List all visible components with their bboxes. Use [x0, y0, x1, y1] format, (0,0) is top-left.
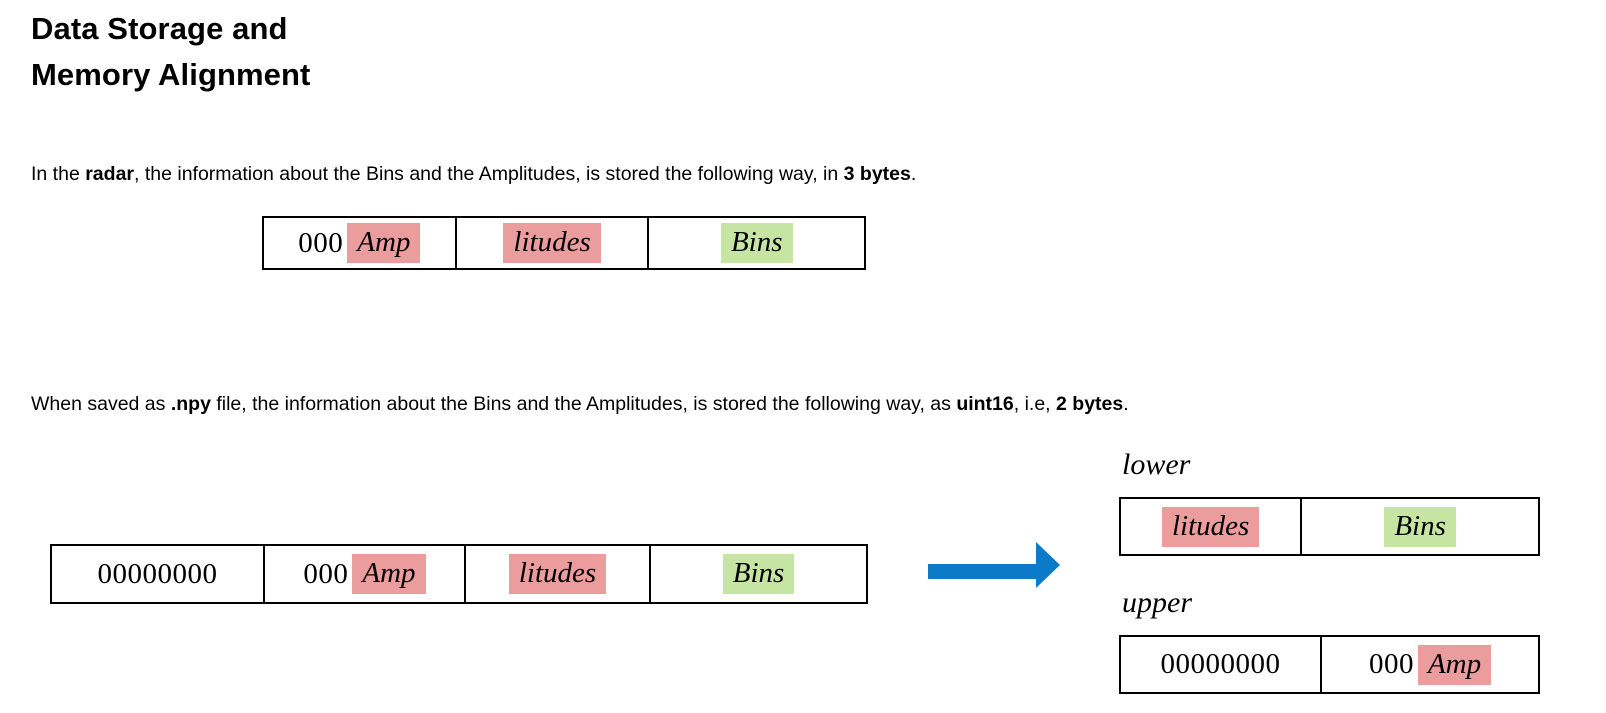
byte-cell-tag-amp: Amp: [347, 223, 421, 263]
diagram-lower-byte: litudes Bins: [1119, 497, 1540, 556]
byte-cell-tag-amp: Amp: [352, 554, 426, 594]
right-arrow-icon: [928, 542, 1060, 588]
byte-cell-zeros: 00000000: [1160, 648, 1281, 680]
byte-cell-padding-zeros: 00000000: [52, 546, 265, 602]
byte-cell-zeros: 00000000: [97, 557, 218, 590]
paragraph-radar-storage: In the radar, the information about the …: [31, 162, 916, 186]
byte-cell-zeros: 000: [298, 226, 344, 259]
byte-cell-bins: Bins: [1302, 499, 1538, 554]
paragraph-npy-text-4: .: [1123, 393, 1129, 415]
paragraph-npy-text-3: , i.e,: [1013, 393, 1057, 415]
paragraph-radar-bold-radar: radar: [85, 163, 134, 185]
paragraph-radar-text-2: , the information about the Bins and the…: [134, 163, 844, 185]
byte-cell-bins: Bins: [651, 546, 866, 602]
byte-cell-litudes: litudes: [466, 546, 652, 602]
byte-cell-padding-zeros: 00000000: [1121, 637, 1323, 692]
paragraph-npy-bold-npy: .npy: [170, 393, 211, 415]
byte-cell-tag-bins: Bins: [1384, 506, 1456, 547]
byte-cell-bins: Bins: [649, 218, 864, 268]
page-title: Data Storage and Memory Alignment: [31, 11, 311, 92]
paragraph-npy-bold-2bytes: 2 bytes: [1056, 393, 1124, 415]
byte-cell-tag-bins: Bins: [722, 554, 795, 594]
label-upper: upper: [1122, 586, 1192, 619]
byte-cell-zeros: 000: [1368, 648, 1414, 680]
byte-cell-litudes: litudes: [1121, 499, 1303, 554]
paragraph-radar-text-1: In the: [31, 163, 86, 185]
paragraph-radar-bold-3bytes: 3 bytes: [843, 163, 911, 185]
byte-cell-tag-bins: Bins: [720, 223, 793, 263]
byte-cell-tag-amp: Amp: [1417, 644, 1492, 685]
paragraph-radar-text-3: .: [910, 163, 917, 185]
paragraph-npy-storage: When saved as .npy file, the information…: [31, 392, 1129, 416]
label-lower: lower: [1122, 448, 1191, 481]
byte-cell-zeros: 000: [303, 557, 349, 590]
byte-cell-tag-litudes: litudes: [503, 223, 601, 263]
paragraph-npy-text-2: file, the information about the Bins and…: [210, 393, 957, 415]
paragraph-npy-text-1: When saved as: [31, 393, 171, 415]
byte-cell-litudes: litudes: [457, 218, 650, 268]
byte-cell-tag-litudes: litudes: [508, 554, 607, 594]
paragraph-npy-bold-uint16: uint16: [956, 393, 1014, 415]
byte-cell-tag-litudes: litudes: [1161, 506, 1260, 547]
